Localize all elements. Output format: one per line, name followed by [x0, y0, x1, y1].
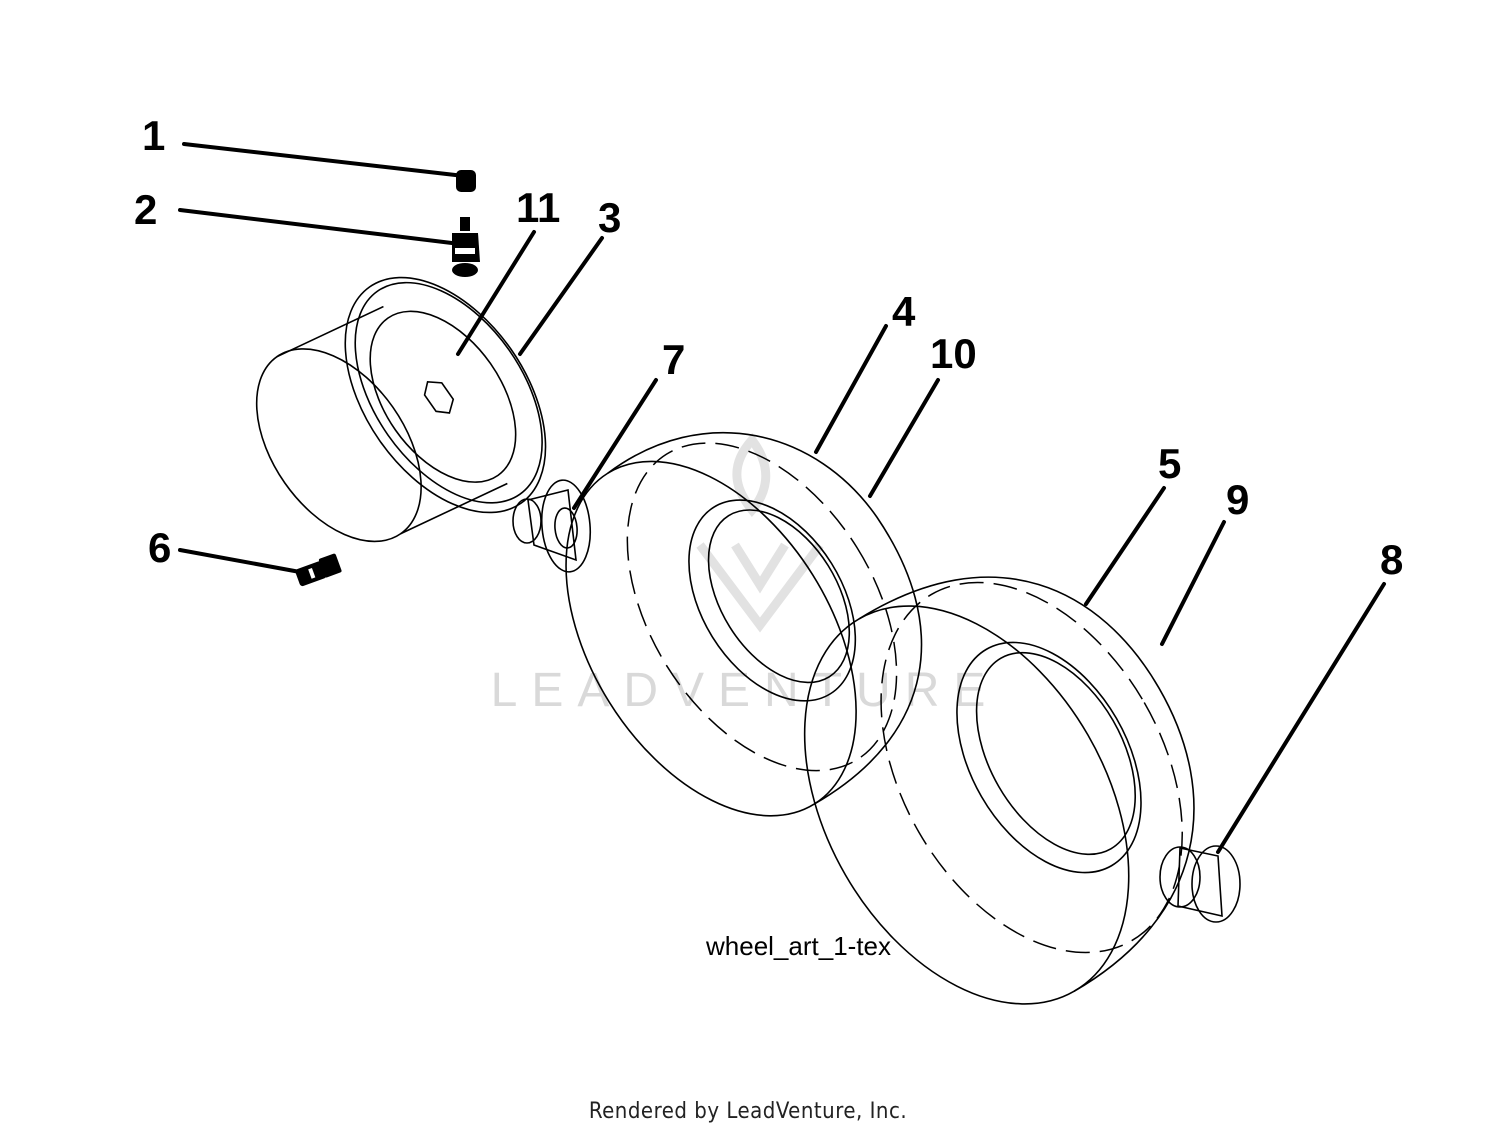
callout-9: 9 — [1226, 476, 1249, 523]
watermark: LEADVENTURE — [491, 432, 1000, 717]
wheel-rim — [255, 276, 547, 543]
art-reference-label: wheel_art_1-tex — [705, 931, 891, 961]
tire-5 — [803, 576, 1195, 1005]
callout-labels: 1 2 11 3 4 10 7 5 9 8 6 — [134, 112, 1403, 583]
watermark-logo-icon — [696, 432, 824, 633]
part-2-valve-stem — [452, 217, 480, 277]
callout-4: 4 — [892, 288, 916, 335]
leader-lines — [178, 142, 1386, 854]
callout-5: 5 — [1158, 440, 1181, 487]
callout-1: 1 — [142, 112, 165, 159]
callout-11: 11 — [516, 184, 560, 231]
part-8-hub-cap — [1159, 845, 1241, 923]
watermark-text: LEADVENTURE — [491, 664, 1000, 717]
part-7-bushing — [512, 479, 592, 573]
footer-credit: Rendered by LeadVenture, Inc. — [589, 1099, 907, 1124]
callout-7: 7 — [662, 336, 685, 383]
callout-2: 2 — [134, 186, 157, 233]
part-6-fitting — [295, 553, 342, 587]
callout-3: 3 — [598, 194, 621, 241]
callout-6: 6 — [148, 524, 171, 571]
tire-4 — [565, 431, 923, 817]
callout-8: 8 — [1380, 536, 1403, 583]
part-1-valve-cap — [456, 170, 476, 192]
callout-10: 10 — [930, 330, 977, 377]
